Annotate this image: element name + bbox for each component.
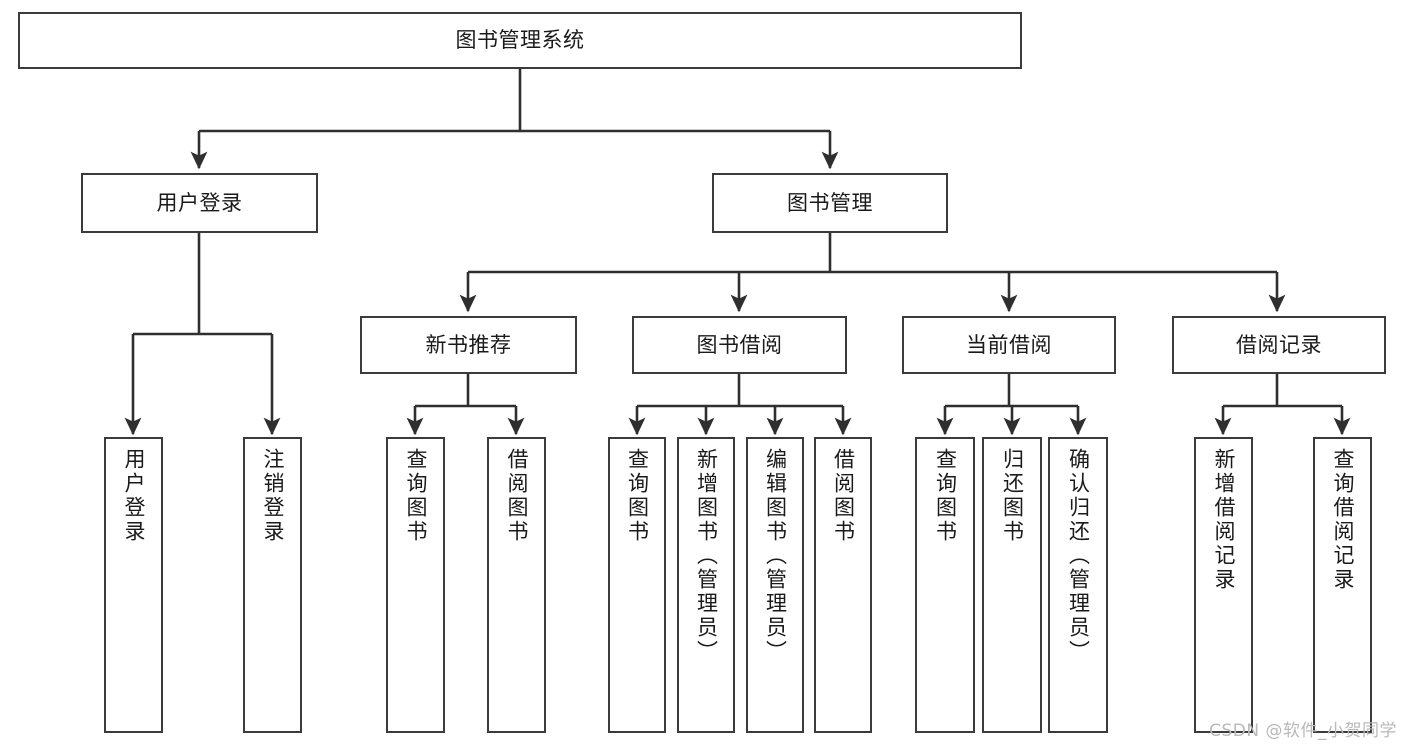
node-borrow-record-label: 借阅记录 (1236, 332, 1322, 357)
node-leaf-edit-book-label: 编辑图书（管理员） (763, 448, 788, 664)
node-book-borrow[interactable]: 图书借阅 (632, 316, 847, 374)
node-leaf-query-book-1-label: 查询图书 (404, 448, 428, 544)
node-leaf-add-record[interactable]: 新增借阅记录 (1194, 437, 1253, 733)
node-leaf-query-book-2[interactable]: 查询图书 (608, 437, 666, 733)
node-leaf-query-record[interactable]: 查询借阅记录 (1313, 437, 1372, 733)
node-leaf-query-book-3-label: 查询图书 (933, 448, 958, 544)
node-user-login[interactable]: 用户登录 (81, 173, 318, 233)
node-leaf-borrow-book-2[interactable]: 借阅图书 (814, 437, 872, 733)
node-leaf-user-login[interactable]: 用户登录 (104, 437, 163, 733)
node-borrow-record[interactable]: 借阅记录 (1172, 316, 1386, 374)
node-leaf-user-logout-label: 注销登录 (261, 448, 285, 544)
node-leaf-user-logout[interactable]: 注销登录 (243, 437, 302, 733)
node-leaf-add-book[interactable]: 新增图书（管理员） (677, 437, 735, 733)
node-leaf-add-book-label: 新增图书（管理员） (694, 448, 719, 664)
node-leaf-confirm-return-label: 确认归还（管理员） (1066, 448, 1091, 664)
node-current-borrow[interactable]: 当前借阅 (902, 316, 1116, 374)
node-current-borrow-label: 当前借阅 (966, 332, 1052, 357)
node-leaf-borrow-book-1-label: 借阅图书 (505, 448, 529, 544)
node-leaf-query-book-1[interactable]: 查询图书 (386, 437, 445, 733)
node-root[interactable]: 图书管理系统 (18, 12, 1022, 69)
node-user-login-label: 用户登录 (156, 190, 243, 215)
node-leaf-add-record-label: 新增借阅记录 (1212, 448, 1236, 592)
node-book-management[interactable]: 图书管理 (712, 173, 948, 233)
node-leaf-return-book-label: 归还图书 (1000, 448, 1025, 544)
node-leaf-borrow-book-2-label: 借阅图书 (831, 448, 856, 544)
node-leaf-query-book-2-label: 查询图书 (625, 448, 650, 544)
node-leaf-edit-book[interactable]: 编辑图书（管理员） (746, 437, 804, 733)
node-leaf-return-book[interactable]: 归还图书 (982, 437, 1042, 733)
node-leaf-query-book-3[interactable]: 查询图书 (915, 437, 975, 733)
node-leaf-confirm-return[interactable]: 确认归还（管理员） (1048, 437, 1108, 733)
node-leaf-user-login-label: 用户登录 (122, 448, 146, 544)
node-new-book-recommend-label: 新书推荐 (425, 332, 512, 357)
node-new-book-recommend[interactable]: 新书推荐 (360, 316, 577, 374)
node-book-management-label: 图书管理 (787, 190, 873, 215)
node-book-borrow-label: 图书借阅 (696, 332, 783, 357)
node-root-label: 图书管理系统 (455, 28, 585, 53)
node-leaf-query-record-label: 查询借阅记录 (1331, 448, 1355, 592)
node-leaf-borrow-book-1[interactable]: 借阅图书 (487, 437, 546, 733)
